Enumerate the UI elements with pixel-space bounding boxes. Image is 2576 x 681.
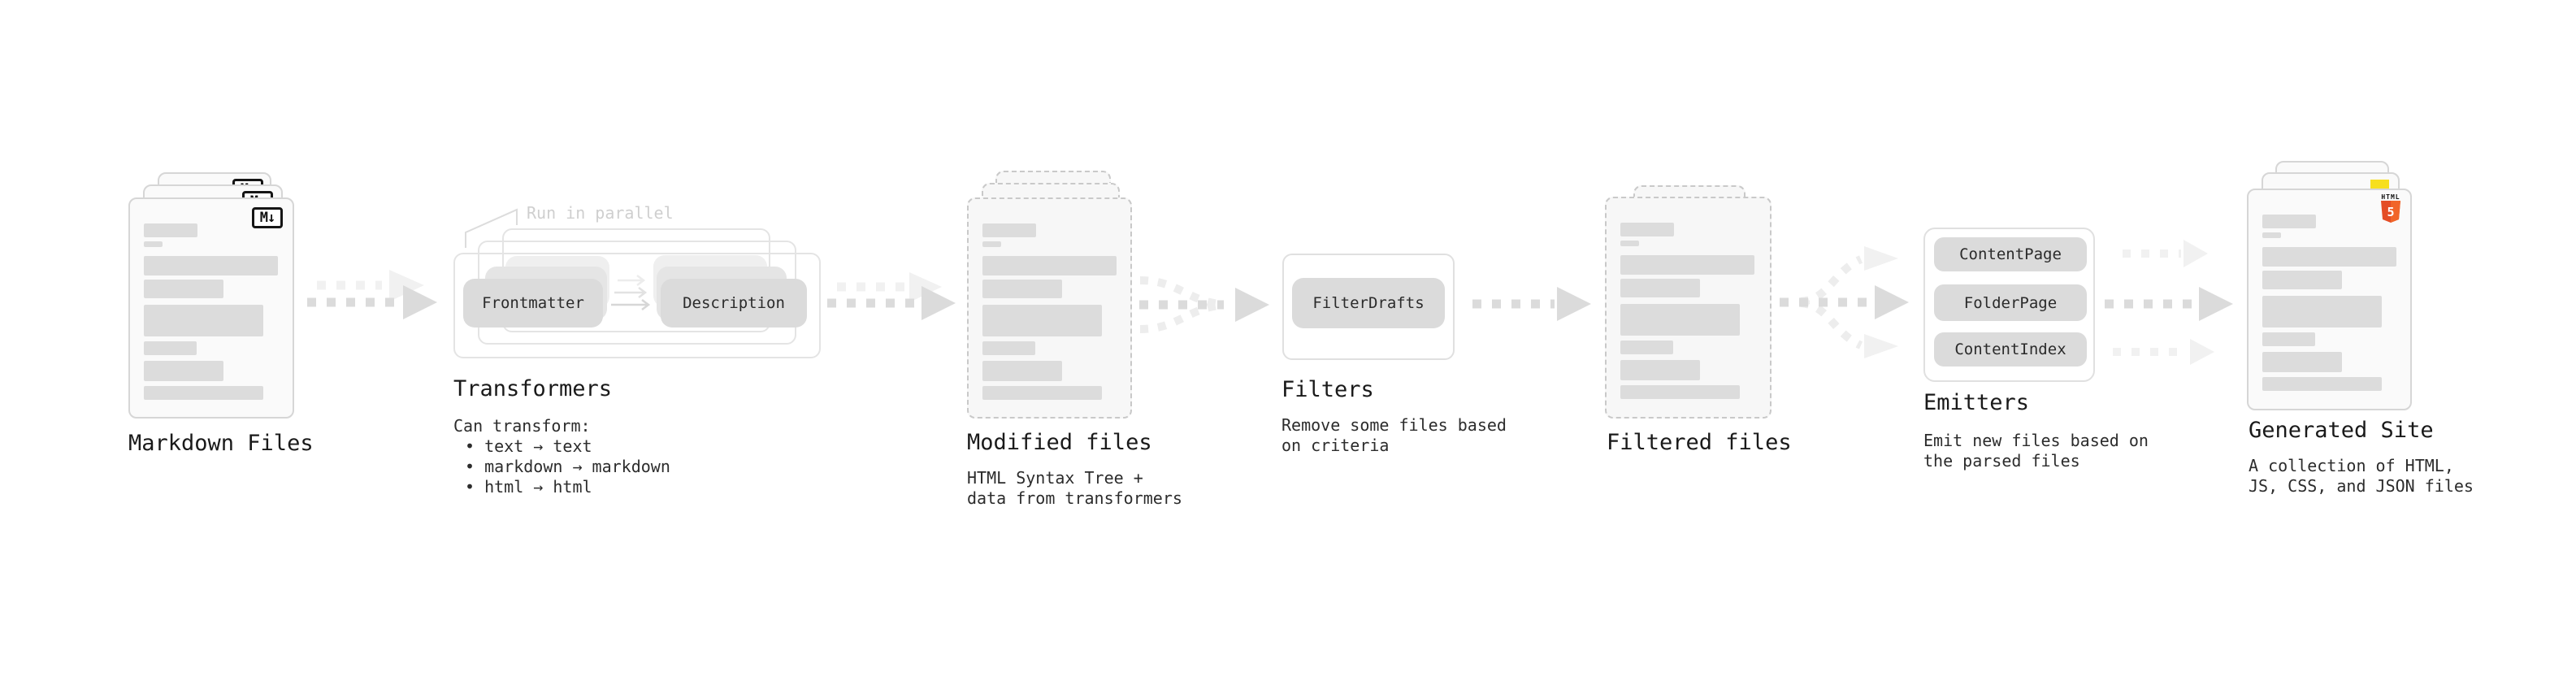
skeleton-line — [2262, 352, 2342, 372]
skeleton-line — [144, 305, 263, 336]
skeleton-line — [144, 341, 197, 355]
transformers-caption: Can transform: • text → text • markdown … — [453, 416, 670, 497]
caption-line: • text → text — [465, 436, 592, 456]
run-in-parallel-label: Run in parallel — [527, 203, 674, 223]
emitters-caption: Emit new files based on the parsed files — [1923, 431, 2149, 471]
transformer-box-front — [453, 253, 821, 358]
arrow-markdown-to-transformers — [307, 270, 437, 319]
modified-files-title: Modified files — [967, 430, 1152, 455]
caption-line: Remove some files based — [1281, 415, 1507, 435]
html5-icon: HTML 5 — [2380, 193, 2401, 223]
generated-site-caption: A collection of HTML, JS, CSS, and JSON … — [2249, 456, 2474, 497]
caption-line: A collection of HTML, — [2249, 456, 2454, 475]
skeleton-line — [982, 241, 1001, 247]
skeleton-line — [982, 223, 1036, 237]
skeleton-line — [1620, 241, 1639, 246]
skeleton-line — [144, 280, 223, 298]
filtered-file-card — [1605, 197, 1772, 419]
generated-site-title: Generated Site — [2249, 418, 2434, 443]
caption-line: JS, CSS, and JSON files — [2249, 476, 2474, 496]
skeleton-line — [2262, 215, 2316, 228]
emitters-title: Emitters — [1923, 390, 2030, 415]
skeleton-line — [1620, 223, 1674, 236]
skeleton-line — [982, 256, 1117, 275]
skeleton-line — [144, 361, 223, 381]
generated-file-card: HTML 5 — [2247, 189, 2412, 410]
modified-file-card — [967, 197, 1132, 419]
skeleton-line — [2262, 332, 2315, 346]
skeleton-line — [982, 361, 1062, 381]
skeleton-line — [1620, 360, 1700, 380]
markdown-file-card: M↓ — [128, 197, 294, 419]
skeleton-line — [982, 341, 1035, 355]
skeleton-line — [2262, 271, 2342, 289]
skeleton-line — [1620, 385, 1740, 399]
contentindex-pill: ContentIndex — [1934, 332, 2087, 367]
arrow-transformers-to-modified — [827, 272, 956, 320]
skeleton-line — [2262, 247, 2396, 267]
frontmatter-pill: Frontmatter — [463, 279, 603, 327]
html5-icon-label: HTML — [2381, 193, 2400, 201]
svg-text:5: 5 — [2387, 205, 2394, 219]
skeleton-line — [2262, 296, 2382, 327]
skeleton-line — [1620, 255, 1754, 275]
caption-line: data from transformers — [967, 488, 1182, 508]
caption-line: on criteria — [1281, 436, 1390, 455]
caption-line: • html → html — [465, 477, 592, 497]
contentpage-pill: ContentPage — [1934, 237, 2087, 271]
skeleton-line — [982, 386, 1102, 400]
parallel-arrows — [611, 275, 651, 310]
markdown-icon: M↓ — [252, 207, 283, 228]
filters-title: Filters — [1281, 377, 1374, 402]
skeleton-line — [144, 223, 197, 237]
arrow-filtered-to-emitters — [1780, 246, 1909, 358]
skeleton-line — [1620, 304, 1740, 336]
skeleton-line — [1620, 340, 1673, 354]
html5-shield: 5 — [2381, 201, 2400, 223]
folderpage-pill: FolderPage — [1934, 284, 2087, 321]
arrow-filters-to-filtered — [1472, 287, 1591, 321]
caption-line: • markdown → markdown — [465, 457, 670, 476]
caption-line: Can transform: — [453, 416, 591, 436]
skeleton-line — [982, 305, 1102, 336]
js-icon — [2370, 180, 2389, 189]
filtered-files-title: Filtered files — [1607, 430, 1792, 455]
skeleton-line — [144, 386, 263, 400]
skeleton-line — [982, 280, 1062, 298]
skeleton-line — [144, 241, 163, 247]
skeleton-line — [2262, 232, 2281, 238]
skeleton-line — [144, 256, 278, 275]
skeleton-line — [1620, 279, 1700, 297]
filterdrafts-pill: FilterDrafts — [1292, 278, 1445, 328]
markdown-files-title: Markdown Files — [128, 431, 314, 456]
run-in-parallel-leader — [465, 208, 518, 248]
description-pill: Description — [661, 279, 807, 327]
skeleton-line — [2262, 377, 2382, 391]
caption-line: Emit new files based on — [1923, 431, 2149, 450]
modified-files-caption: HTML Syntax Tree + data from transformer… — [967, 468, 1182, 509]
arrow-emitters-to-generated — [2105, 240, 2233, 365]
transformers-title: Transformers — [453, 376, 613, 401]
arrow-modified-to-filters — [1139, 276, 1269, 333]
caption-line: HTML Syntax Tree + — [967, 468, 1143, 488]
filters-caption: Remove some files based on criteria — [1281, 415, 1507, 456]
caption-line: the parsed files — [1923, 451, 2080, 471]
